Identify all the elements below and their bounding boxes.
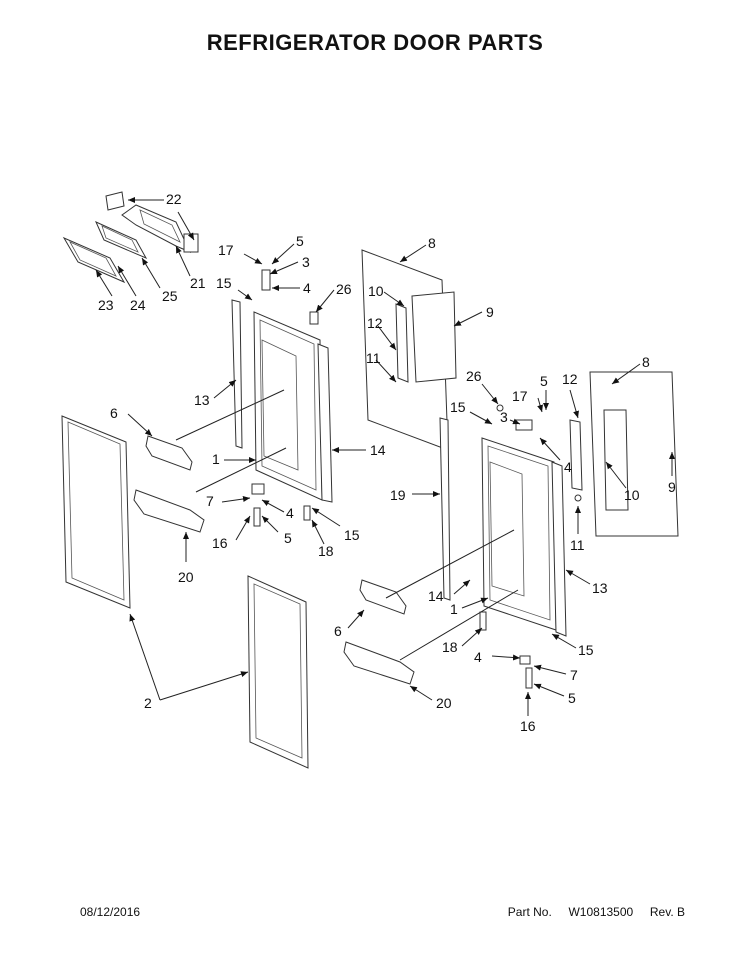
right-door-outer-panel xyxy=(589,371,679,537)
center-outer-panel xyxy=(361,249,457,451)
callout-labels: 22 17 5 3 4 15 26 23 24 25 21 8 10 9 12 … xyxy=(98,191,676,734)
left-door-hinge-hardware xyxy=(251,269,319,527)
right-door-gasket-strip xyxy=(439,417,451,601)
callout-16: 16 xyxy=(212,535,228,551)
callout-14: 14 xyxy=(428,588,444,604)
display-panel-part xyxy=(95,221,148,260)
callout-15: 15 xyxy=(578,642,594,658)
callout-6: 6 xyxy=(110,405,118,421)
callout-25: 25 xyxy=(162,288,178,304)
callout-24: 24 xyxy=(130,297,146,313)
callout-3: 3 xyxy=(302,254,310,270)
left-door-lower-panel xyxy=(247,575,309,769)
callout-20: 20 xyxy=(178,569,194,585)
callout-21: 21 xyxy=(190,275,206,291)
callout-15: 15 xyxy=(216,275,232,291)
callout-10: 10 xyxy=(624,487,640,503)
callout-5: 5 xyxy=(568,690,576,706)
control-bezel-part xyxy=(62,236,126,284)
callout-19: 19 xyxy=(390,487,406,503)
callout-12: 12 xyxy=(562,371,578,387)
left-door-gasket-strip xyxy=(231,299,243,449)
left-door-outer-panel xyxy=(61,415,131,609)
callout-22: 22 xyxy=(166,191,182,207)
callout-2: 2 xyxy=(144,695,152,711)
callout-11: 11 xyxy=(366,350,381,366)
right-door-liner xyxy=(481,437,557,631)
control-module-part xyxy=(105,191,125,211)
right-door-hinge-hardware xyxy=(479,404,582,689)
left-door-trim-strip xyxy=(317,343,333,503)
callout-4: 4 xyxy=(474,649,482,665)
callout-14: 14 xyxy=(370,442,386,458)
callout-5: 5 xyxy=(296,233,304,249)
callout-15: 15 xyxy=(344,527,360,543)
callout-4: 4 xyxy=(303,280,311,296)
callout-16: 16 xyxy=(520,718,536,734)
callout-5: 5 xyxy=(540,373,548,389)
callout-7: 7 xyxy=(206,493,214,509)
callout-11: 11 xyxy=(570,537,585,553)
callout-4: 4 xyxy=(564,459,572,475)
revision: Rev. B xyxy=(649,905,685,919)
callout-9: 9 xyxy=(486,304,494,320)
footer-part-info: Part No. W10813500 Rev. B xyxy=(508,905,685,919)
callout-18: 18 xyxy=(442,639,458,655)
callout-23: 23 xyxy=(98,297,114,313)
callout-5: 5 xyxy=(284,530,292,546)
callout-8: 8 xyxy=(428,235,436,251)
page-title: REFRIGERATOR DOOR PARTS xyxy=(206,30,544,55)
callout-20: 20 xyxy=(436,695,452,711)
part-number: W10813500 xyxy=(568,905,634,919)
leader-lines xyxy=(95,197,675,716)
footer-date: 08/12/2016 xyxy=(80,905,141,919)
callout-15: 15 xyxy=(450,399,466,415)
callout-18: 18 xyxy=(318,543,334,559)
callout-26: 26 xyxy=(336,281,352,297)
part-label: Part No. xyxy=(507,905,552,919)
right-door-filler xyxy=(569,419,583,491)
left-door-small-bin xyxy=(145,435,193,471)
callout-1: 1 xyxy=(212,451,220,467)
callout-1: 1 xyxy=(450,601,458,617)
right-door-large-bin xyxy=(343,641,415,685)
callout-6: 6 xyxy=(334,623,342,639)
callout-10: 10 xyxy=(368,283,384,299)
callout-17: 17 xyxy=(218,242,234,258)
callout-9: 9 xyxy=(668,479,676,495)
left-door-large-bin xyxy=(133,489,205,533)
right-door-small-bin xyxy=(359,579,407,615)
callout-3: 3 xyxy=(500,409,508,425)
callout-12: 12 xyxy=(367,315,383,331)
callout-7: 7 xyxy=(570,667,578,683)
right-door-trim-strip xyxy=(551,461,567,637)
callout-13: 13 xyxy=(592,580,608,596)
callout-4: 4 xyxy=(286,505,294,521)
callout-13: 13 xyxy=(194,392,210,408)
callout-17: 17 xyxy=(512,388,528,404)
left-door-liner xyxy=(253,311,323,501)
callout-26: 26 xyxy=(466,368,482,384)
callout-8: 8 xyxy=(642,354,650,370)
